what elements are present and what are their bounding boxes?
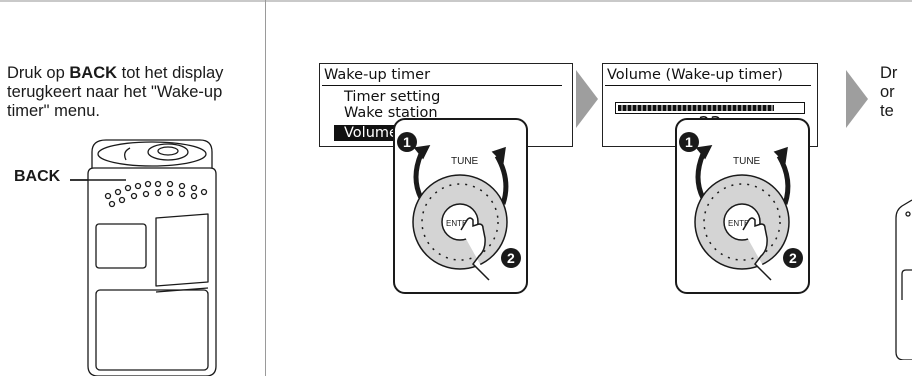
press-hand-icon [460, 217, 490, 281]
press-hand-icon [742, 217, 772, 281]
fragment-line: or [880, 83, 895, 101]
menu-item-wake-station[interactable]: Wake station [344, 105, 438, 121]
lcd-title: Volume (Wake-up timer) [607, 67, 783, 83]
step-badge-2: 2 [507, 250, 515, 266]
instruction-key: BACK [69, 64, 118, 82]
lcd-title: Wake-up timer [324, 67, 431, 83]
chevron-right-icon [846, 70, 868, 128]
lcd-divider [322, 85, 562, 86]
tune-dial-icon[interactable]: TUNE ENTER 1 2 [393, 118, 524, 290]
instruction-pre: Druk op [7, 64, 70, 82]
chevron-right-icon [576, 70, 598, 128]
enter-label: ENTER [728, 219, 755, 228]
radio-device-partial-icon [895, 199, 912, 360]
instruction-text: Druk op BACK tot het display terugkeert … [7, 64, 259, 121]
lcd-wakeup-timer-menu: Wake-up timer Timer setting Wake station… [319, 63, 573, 147]
step-badge-1: 1 [685, 134, 693, 150]
tune-dial-icon[interactable]: TUNE ENTER 1 2 [675, 118, 806, 290]
back-callout-label: BACK [14, 168, 61, 185]
enter-label: ENTER [446, 219, 473, 228]
lcd-divider [605, 85, 811, 86]
instruction-post: tot het display terugkeert naar het "Wak… [7, 64, 224, 120]
tune-label: TUNE [451, 156, 479, 167]
top-rule [0, 0, 912, 2]
fragment-line: Dr [880, 64, 898, 82]
fragment-line: te [880, 102, 894, 120]
volume-level-bar [615, 102, 805, 114]
tune-label: TUNE [733, 156, 761, 167]
menu-item-timer-setting[interactable]: Timer setting [344, 89, 441, 105]
column-divider [265, 0, 266, 376]
next-step-text-fragment: Dr or te [880, 64, 912, 121]
step-badge-1: 1 [403, 134, 411, 150]
step-badge-2: 2 [789, 250, 797, 266]
radio-device-icon [70, 139, 217, 376]
